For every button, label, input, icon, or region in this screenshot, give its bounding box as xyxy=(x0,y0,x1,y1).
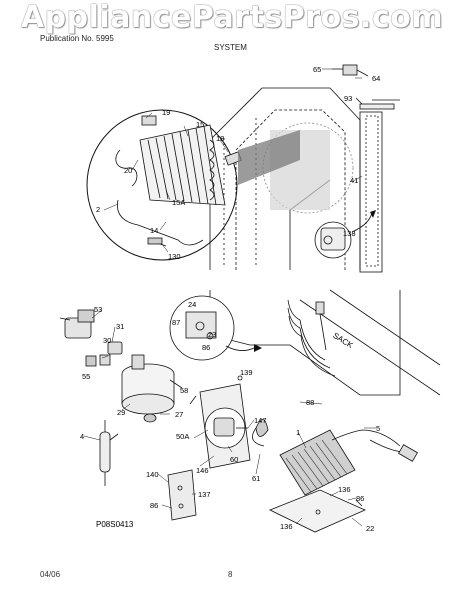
publication-number: Publication No. 5995 xyxy=(40,34,114,43)
part-label: 146 xyxy=(196,466,209,475)
diagram-code: P08S0413 xyxy=(96,520,134,529)
part-label: 136 xyxy=(280,522,293,531)
part-label: 61 xyxy=(252,474,261,483)
fan-shroud-assembly xyxy=(189,375,269,469)
relay-overload-parts xyxy=(59,309,123,367)
evaporator-detail-circle xyxy=(86,109,242,261)
part-label: 15 xyxy=(196,120,205,129)
part-label: 14 xyxy=(150,226,159,235)
condenser-base-plate xyxy=(269,489,366,533)
part-label: 50A xyxy=(176,432,190,441)
part-label: 60 xyxy=(230,455,239,464)
part-label: 136 xyxy=(338,485,351,494)
compressor-drawing xyxy=(121,354,183,423)
part-label: 86 xyxy=(202,343,211,352)
evaporator-fins xyxy=(139,124,226,206)
watermark-text: AppliancePartsPros.com xyxy=(20,0,444,35)
part-label: 19 xyxy=(162,108,171,117)
part-label: 41 xyxy=(350,176,359,185)
leader-lines xyxy=(83,68,376,527)
cabinet-base-drawing xyxy=(209,289,441,396)
part-label: 22 xyxy=(366,524,375,533)
part-label: 29 xyxy=(117,408,126,417)
footer-date: 04/06 xyxy=(40,570,61,579)
part-label: 23 xyxy=(208,330,217,339)
part-label: 93 xyxy=(344,94,353,103)
part-label: 53 xyxy=(94,305,103,314)
section-title: SYSTEM xyxy=(214,43,247,52)
leader-hatching xyxy=(238,130,300,185)
part-label: 4 xyxy=(80,432,85,441)
footer-page-number: 8 xyxy=(228,570,233,579)
part-label: 5 xyxy=(376,424,381,433)
part-label: 88 xyxy=(306,398,315,407)
part-label: 1 xyxy=(296,428,301,437)
part-label: 65 xyxy=(313,65,322,74)
part-label: 86 xyxy=(150,501,159,510)
part-label: 87 xyxy=(172,318,181,327)
part-label: 58 xyxy=(180,386,189,395)
part-label: 55 xyxy=(82,372,91,381)
condenser-coil-drawing xyxy=(279,429,418,496)
part-label: 24 xyxy=(188,300,197,309)
part-label: 139 xyxy=(240,368,253,377)
part-label: 2 xyxy=(96,205,101,214)
part-label: 64 xyxy=(372,74,381,83)
part-label: 15A xyxy=(172,198,186,207)
part-label: 147 xyxy=(254,416,267,425)
part-label: 130 xyxy=(168,252,181,261)
part-label: 27 xyxy=(175,410,184,419)
part-label: 30 xyxy=(103,336,112,345)
bracket-part-137 xyxy=(167,469,197,521)
part-label: 86 xyxy=(356,494,365,503)
bracket-part-64 xyxy=(332,64,395,110)
drier-tube-part-4 xyxy=(99,420,119,486)
part-label: 137 xyxy=(198,490,211,499)
part-label: 20 xyxy=(124,166,133,175)
part-label: 140 xyxy=(146,470,159,479)
inset-circle-138 xyxy=(314,210,376,259)
part-label: 18 xyxy=(216,134,225,143)
part-label: 138 xyxy=(343,229,356,238)
part-label: 31 xyxy=(116,322,125,331)
fan-mount-detail-circle xyxy=(169,295,262,361)
